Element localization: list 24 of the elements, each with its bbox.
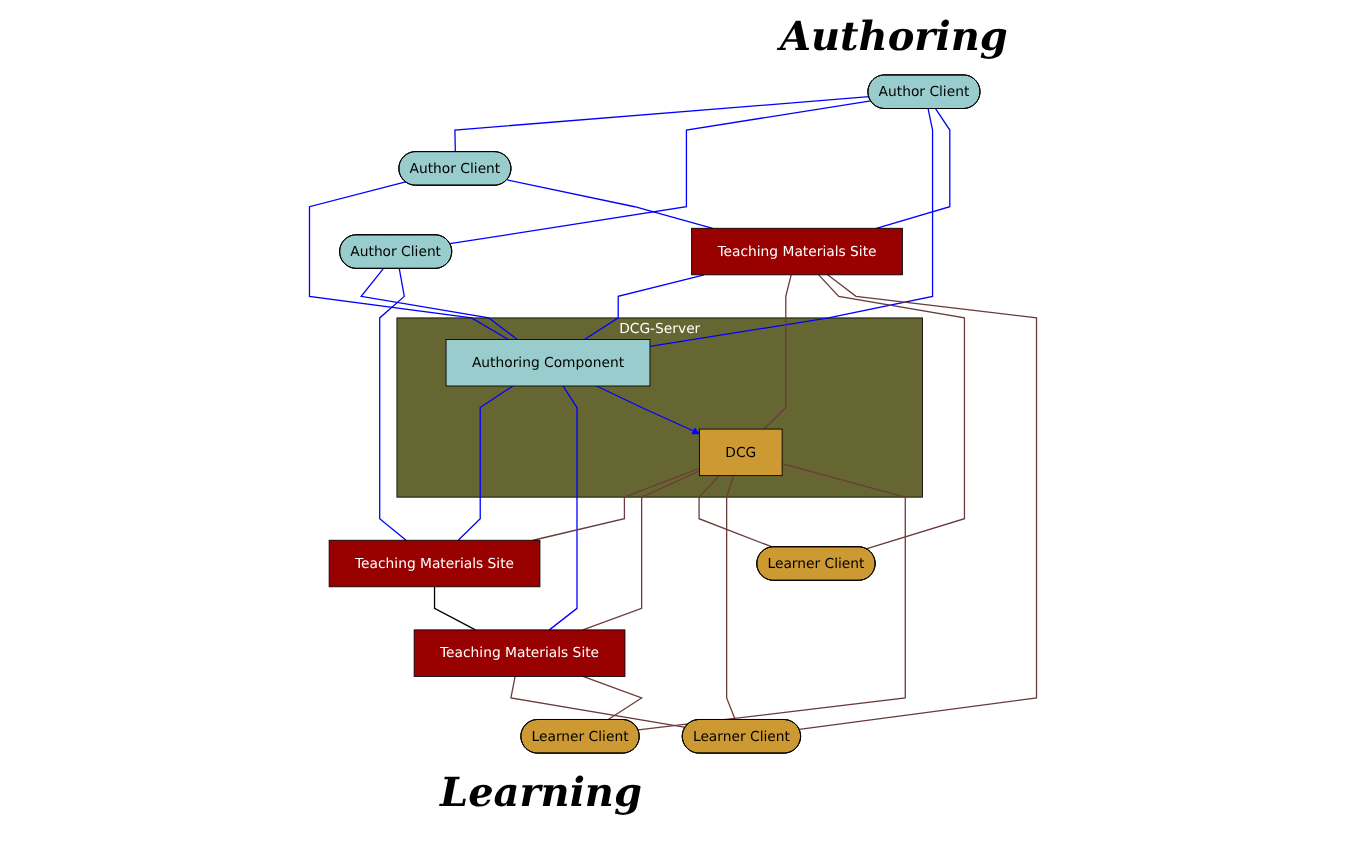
- connector: [583, 274, 705, 341]
- connector: [308, 181, 509, 341]
- connector: [726, 474, 737, 721]
- connector: [457, 385, 514, 541]
- connector: [818, 274, 966, 550]
- connector: [649, 108, 934, 348]
- connector: [763, 274, 792, 430]
- connector: [449, 100, 872, 245]
- connector: [548, 385, 578, 631]
- connector: [360, 268, 518, 341]
- connector: [875, 108, 951, 229]
- connector: [454, 96, 870, 153]
- connector: [698, 474, 774, 548]
- connector: [798, 274, 1038, 730]
- connector: [510, 675, 687, 728]
- connector: [506, 179, 714, 229]
- connector: [379, 268, 407, 541]
- connector: [532, 467, 701, 541]
- section-label: Authoring: [780, 12, 1008, 60]
- arrow: [595, 385, 700, 435]
- connector: [637, 462, 906, 731]
- section-label: Learning: [440, 768, 642, 816]
- connector: [582, 470, 701, 631]
- connector: [433, 586, 477, 631]
